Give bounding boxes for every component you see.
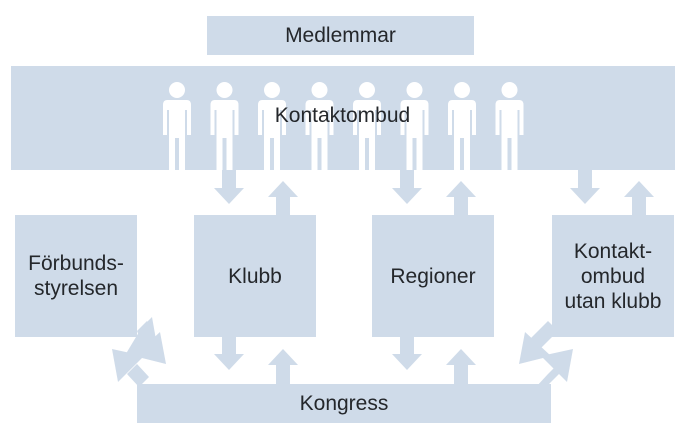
members-figures: [163, 82, 524, 170]
person-icon: [258, 82, 286, 170]
arrow-up-kongress-to-regioner: [446, 349, 476, 384]
medlemmar-label: Medlemmar: [285, 24, 396, 47]
arrow-diag-kongress-to-forbund: [112, 349, 149, 387]
forbundsstyrelsen-box: Förbunds- styrelsen: [15, 215, 137, 337]
arrow-down-klubb-to-kongress: [214, 337, 244, 370]
arrow-diag-kongress-to-utan: [536, 349, 573, 387]
arrow-down-kontakt-to-klubb: [214, 170, 244, 204]
kongress-box: Kongress: [137, 384, 551, 423]
utan-label-line-3: utan klubb: [564, 289, 662, 313]
person-icon: [210, 82, 239, 170]
arrow-up-kongress-to-klubb: [268, 349, 298, 384]
arrow-up-klubb-to-kontakt: [268, 181, 298, 215]
arrow-up-utan-to-kontakt: [624, 181, 654, 215]
medlemmar-box: Medlemmar: [207, 16, 474, 55]
person-icon: [305, 82, 334, 170]
utan-label-line-1: Kontakt-: [573, 239, 653, 263]
klubb-box: Klubb: [194, 215, 316, 337]
forbund-label-line-2: styrelsen: [33, 277, 119, 300]
forbund-label-line-1: Förbunds-: [28, 252, 124, 275]
regioner-label: Regioner: [390, 264, 476, 288]
klubb-label: Klubb: [228, 264, 282, 288]
arrow-down-regioner-to-kongress: [392, 337, 422, 370]
arrow-down-kontakt-to-regioner: [392, 170, 422, 204]
kontaktombud-band: [11, 66, 675, 170]
person-icon: [400, 82, 429, 170]
person-icon: [163, 82, 191, 170]
person-icon: [353, 82, 381, 170]
person-icon: [448, 82, 476, 170]
arrow-down-kontakt-to-utan: [570, 170, 600, 204]
kongress-label: Kongress: [299, 392, 389, 415]
utan-label-line-2: ombud: [580, 264, 646, 288]
regioner-box: Regioner: [372, 215, 494, 337]
kontaktombud-utan-klubb-box: Kontakt- ombud utan klubb: [552, 215, 674, 337]
arrow-up-regioner-to-kontakt: [446, 181, 476, 215]
person-icon: [495, 82, 524, 170]
